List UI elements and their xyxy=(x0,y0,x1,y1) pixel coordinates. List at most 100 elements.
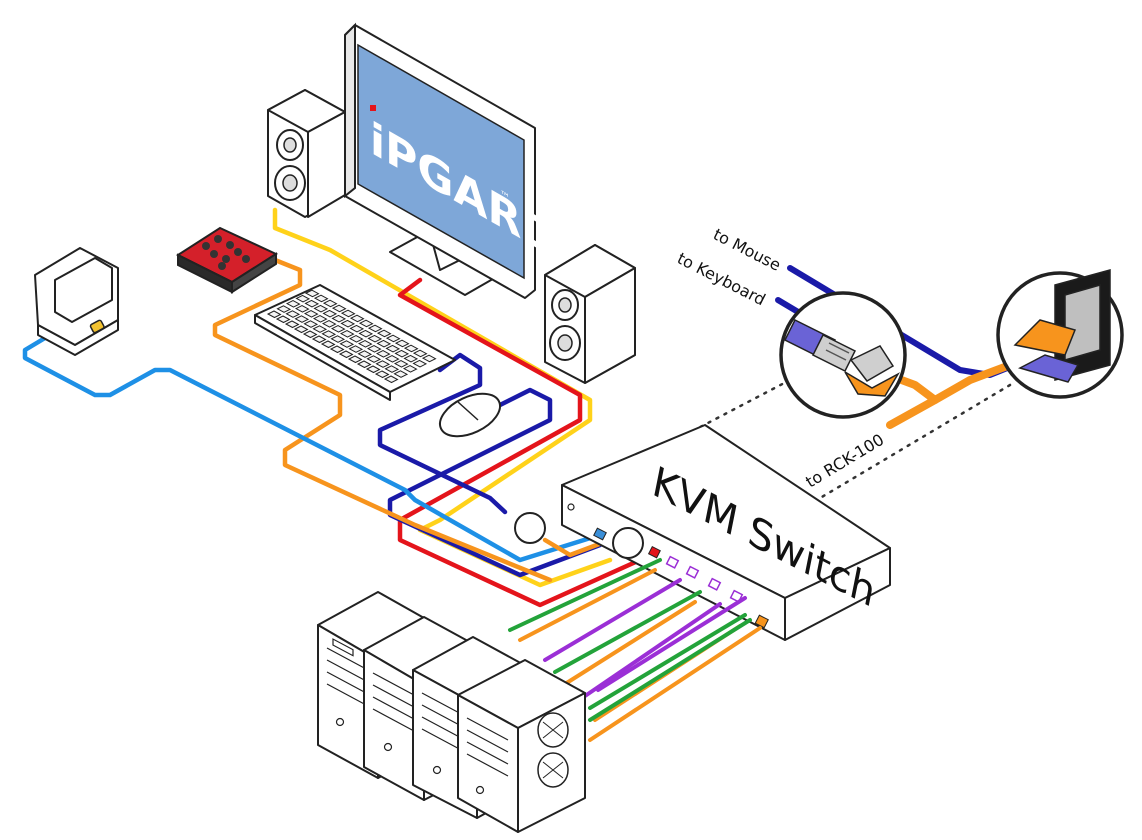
socket-plug-blue xyxy=(1017,354,1080,383)
monitor-screen xyxy=(357,43,525,280)
keyboard-key xyxy=(375,350,391,358)
keyboard-key xyxy=(266,310,282,319)
port-callout-left xyxy=(514,512,546,544)
keyboard-key xyxy=(403,354,419,363)
keyboard-key xyxy=(303,320,319,328)
cable-orange-pc1 xyxy=(518,568,657,642)
usb-zoom-callout xyxy=(779,291,907,419)
keyboard-key xyxy=(356,360,372,369)
speaker-icon-left xyxy=(267,89,346,218)
keyboard-key xyxy=(329,345,345,354)
keyboard-key xyxy=(383,375,399,384)
keyboard-key xyxy=(331,304,347,313)
computer-cables xyxy=(508,558,762,742)
keyboard-key xyxy=(394,349,410,358)
keyboard-key xyxy=(276,305,292,313)
keyboard-key xyxy=(367,334,383,343)
keyboard-key xyxy=(330,335,346,343)
keyboard-key xyxy=(304,289,320,298)
keyboard-key xyxy=(365,365,381,374)
keyboard-key xyxy=(304,299,320,308)
keyboard-key xyxy=(384,355,400,363)
keyboard-key xyxy=(358,329,374,338)
cable-green-pc2 xyxy=(553,590,702,674)
keyboard-key xyxy=(293,325,309,334)
keyboard-key xyxy=(313,304,329,313)
computer-towers xyxy=(317,591,586,833)
keyboard-key xyxy=(374,370,390,379)
keyboard-key xyxy=(330,325,346,333)
cable-green-pc1 xyxy=(508,558,662,632)
keyboard-key xyxy=(322,309,338,318)
computer-tower-icon-4 xyxy=(457,659,586,833)
cable-orange-pc4 xyxy=(588,626,762,742)
keyboard-key xyxy=(367,324,383,333)
keyboard-key xyxy=(349,324,365,333)
cable-green-pc3 xyxy=(588,613,747,710)
keyboard-key xyxy=(340,309,356,318)
keyboard-key xyxy=(339,330,355,338)
remote-controller-icon xyxy=(175,226,279,294)
keyboard-key xyxy=(376,339,392,348)
keyboard-key xyxy=(294,315,310,323)
keyboard-key xyxy=(285,300,301,308)
keyboard-key xyxy=(376,329,392,338)
keyboard-key xyxy=(348,335,364,343)
keyboard-key xyxy=(366,345,382,353)
keyboard-key xyxy=(412,349,428,358)
keyboard-key xyxy=(357,350,373,358)
keyboard-key xyxy=(384,365,400,373)
keyboard-key xyxy=(285,310,301,318)
keyboard-key xyxy=(402,365,418,373)
cable-purple-pc4 xyxy=(596,596,747,692)
keyboard-key xyxy=(295,294,311,303)
monitor-icon: iPGARD ™ xyxy=(344,22,558,299)
mouse-icon xyxy=(439,392,501,438)
wall-socket-icon xyxy=(1054,269,1111,381)
keyboard-key xyxy=(349,314,365,323)
cables xyxy=(22,207,643,608)
cable-purple-pc3 xyxy=(583,602,722,698)
usb-plug-icon xyxy=(783,318,901,397)
speaker-icon-right xyxy=(544,244,636,384)
keyboard-key xyxy=(357,340,373,348)
keyboard-keys xyxy=(266,289,437,384)
keyboard-key xyxy=(303,310,319,318)
keyboard-key xyxy=(403,344,419,353)
keyboard-key xyxy=(322,299,338,308)
cable-orange-remote xyxy=(212,255,553,583)
keyboard-key xyxy=(313,294,329,303)
keyboard-key xyxy=(320,340,336,349)
cable-green-pc4 xyxy=(588,618,752,722)
socket-plug-orange xyxy=(1013,319,1077,356)
keyboard-key xyxy=(321,330,337,338)
smart-card-reader-icon xyxy=(34,247,119,356)
cable-blue-keyboard xyxy=(377,352,508,515)
keyboard-key xyxy=(302,330,318,339)
keyboard-key xyxy=(321,320,337,328)
keyboard-key xyxy=(375,360,391,368)
keyboard-key xyxy=(339,340,355,348)
port-callout-right xyxy=(612,527,644,559)
keyboard-key xyxy=(275,315,291,324)
keyboard-key xyxy=(331,314,347,323)
keyboard-key xyxy=(366,355,382,363)
keyboard-icon xyxy=(254,284,456,401)
switch-ports xyxy=(567,503,769,629)
keyboard-key xyxy=(393,370,409,378)
cable-purple-pc2 xyxy=(543,578,682,662)
cable-red-monitor xyxy=(397,277,643,608)
keyboard-key xyxy=(394,339,410,348)
keyboard-key xyxy=(358,319,374,328)
keyboard-key xyxy=(385,344,401,353)
brand-trademark: ™ xyxy=(500,187,510,205)
keyboard-key xyxy=(348,345,364,353)
socket-zoom-callout xyxy=(996,269,1124,399)
keyboard-key xyxy=(312,325,328,333)
keyboard-key xyxy=(340,319,356,328)
keyboard-key xyxy=(312,315,328,323)
keyboard-key xyxy=(393,360,409,368)
keyboard-key xyxy=(284,320,300,329)
cable-orange-pc2 xyxy=(563,600,697,686)
